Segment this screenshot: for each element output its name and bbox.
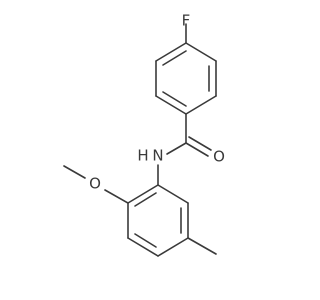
double-bond-inner xyxy=(162,50,187,66)
fluorine-label: F xyxy=(182,12,191,30)
double-bond-inner xyxy=(134,192,157,207)
double-bond-inner xyxy=(162,91,187,107)
bond xyxy=(157,237,189,257)
bond xyxy=(185,95,217,115)
bond xyxy=(155,95,187,115)
carbonyl-oxygen-label: O xyxy=(213,148,225,166)
bond xyxy=(157,184,189,204)
bond xyxy=(127,184,159,204)
nitrogen-label: N xyxy=(152,147,163,165)
atom-labels: F N H O O xyxy=(89,12,225,193)
bond-o-ch3 xyxy=(63,165,86,179)
methoxymethylphenyl-ring xyxy=(127,184,189,257)
methoxy-oxygen-label: O xyxy=(89,175,101,193)
double-bond-inner xyxy=(134,233,157,248)
bond-c-ch3 xyxy=(187,237,217,255)
bond xyxy=(155,42,187,62)
bond xyxy=(127,237,159,257)
bond xyxy=(185,42,217,62)
bond-c-n xyxy=(166,142,187,155)
molecule-drawing: F N H O O xyxy=(63,12,225,257)
bond-c-o xyxy=(185,142,209,157)
structure-diagram: F N H O O xyxy=(63,12,225,257)
hydrogen-label: H xyxy=(137,147,148,165)
bond-c-o-double xyxy=(188,136,212,151)
bond-c-o-methoxy xyxy=(104,189,129,204)
fluorophenyl-ring xyxy=(155,42,217,115)
